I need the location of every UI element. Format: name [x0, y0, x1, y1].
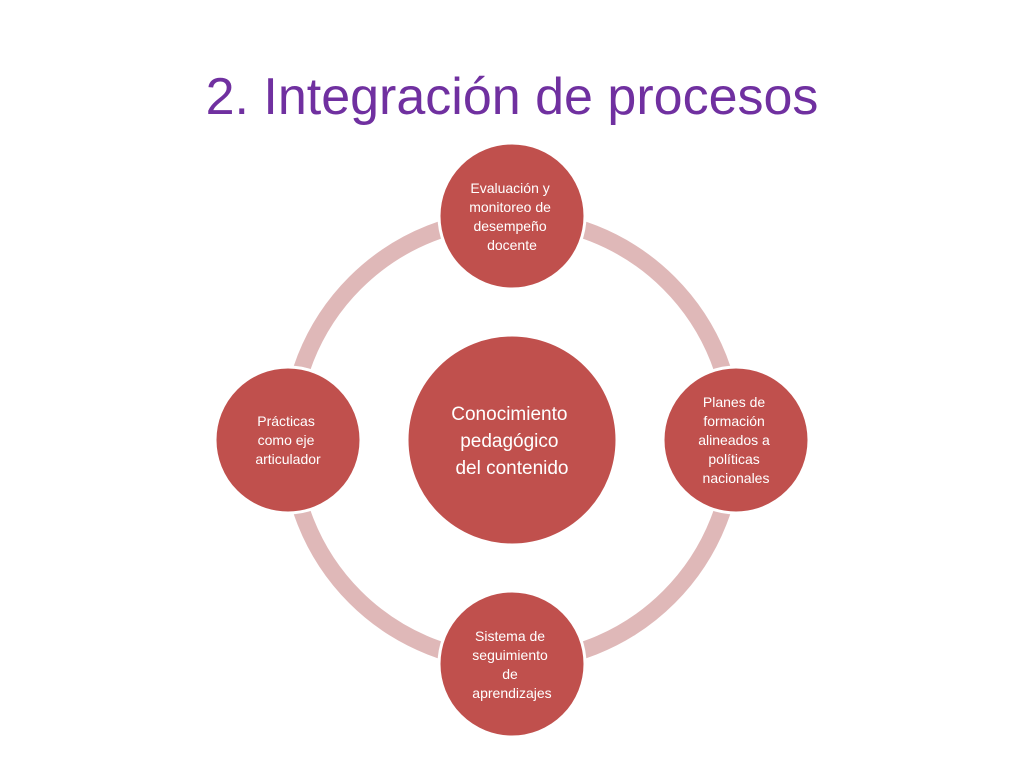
node-right: Planes de formación alineados a política… [661, 365, 811, 515]
node-right-circle [661, 365, 811, 515]
node-bottom: Sistema de seguimiento de aprendizajes [437, 589, 587, 739]
node-top-line: Evaluación y [470, 180, 549, 196]
node-top-line: docente [487, 237, 537, 253]
node-left-circle [213, 365, 363, 515]
center-node: Conocimiento pedagógico del contenido [405, 333, 619, 547]
node-bottom-line: Sistema de [475, 628, 545, 644]
node-left-line: como eje [258, 432, 315, 448]
node-top-label: Evaluación y monitoreo de desempeño doce… [469, 180, 555, 253]
node-top: Evaluación y monitoreo de desempeño doce… [437, 141, 587, 291]
node-left-line: Prácticas [257, 413, 315, 429]
center-node-line: pedagógico [460, 431, 558, 452]
node-right-label: Planes de formación alineados a política… [698, 394, 774, 486]
node-right-line: políticas [708, 451, 759, 467]
node-left-label: Prácticas como eje articulador [255, 413, 321, 467]
node-top-line: desempeño [473, 218, 546, 234]
node-left-line: articulador [255, 451, 321, 467]
center-node-circle [405, 333, 619, 547]
node-bottom-line: aprendizajes [472, 685, 551, 701]
node-right-line: Planes de [703, 394, 765, 410]
node-right-line: alineados a [698, 432, 770, 448]
node-bottom-label: Sistema de seguimiento de aprendizajes [472, 628, 551, 701]
center-node-label: Conocimiento pedagógico del contenido [451, 404, 572, 479]
center-node-line: del contenido [455, 458, 568, 479]
node-bottom-line: de [502, 666, 518, 682]
center-node-line: Conocimiento [451, 404, 567, 425]
node-bottom-circle [437, 589, 587, 739]
node-top-line: monitoreo de [469, 199, 551, 215]
node-right-line: nacionales [703, 470, 770, 486]
node-left: Prácticas como eje articulador [213, 365, 363, 515]
slide-title: 2. Integración de procesos [205, 68, 819, 126]
node-top-circle [437, 141, 587, 291]
node-right-line: formación [703, 413, 764, 429]
node-bottom-line: seguimiento [472, 647, 548, 663]
